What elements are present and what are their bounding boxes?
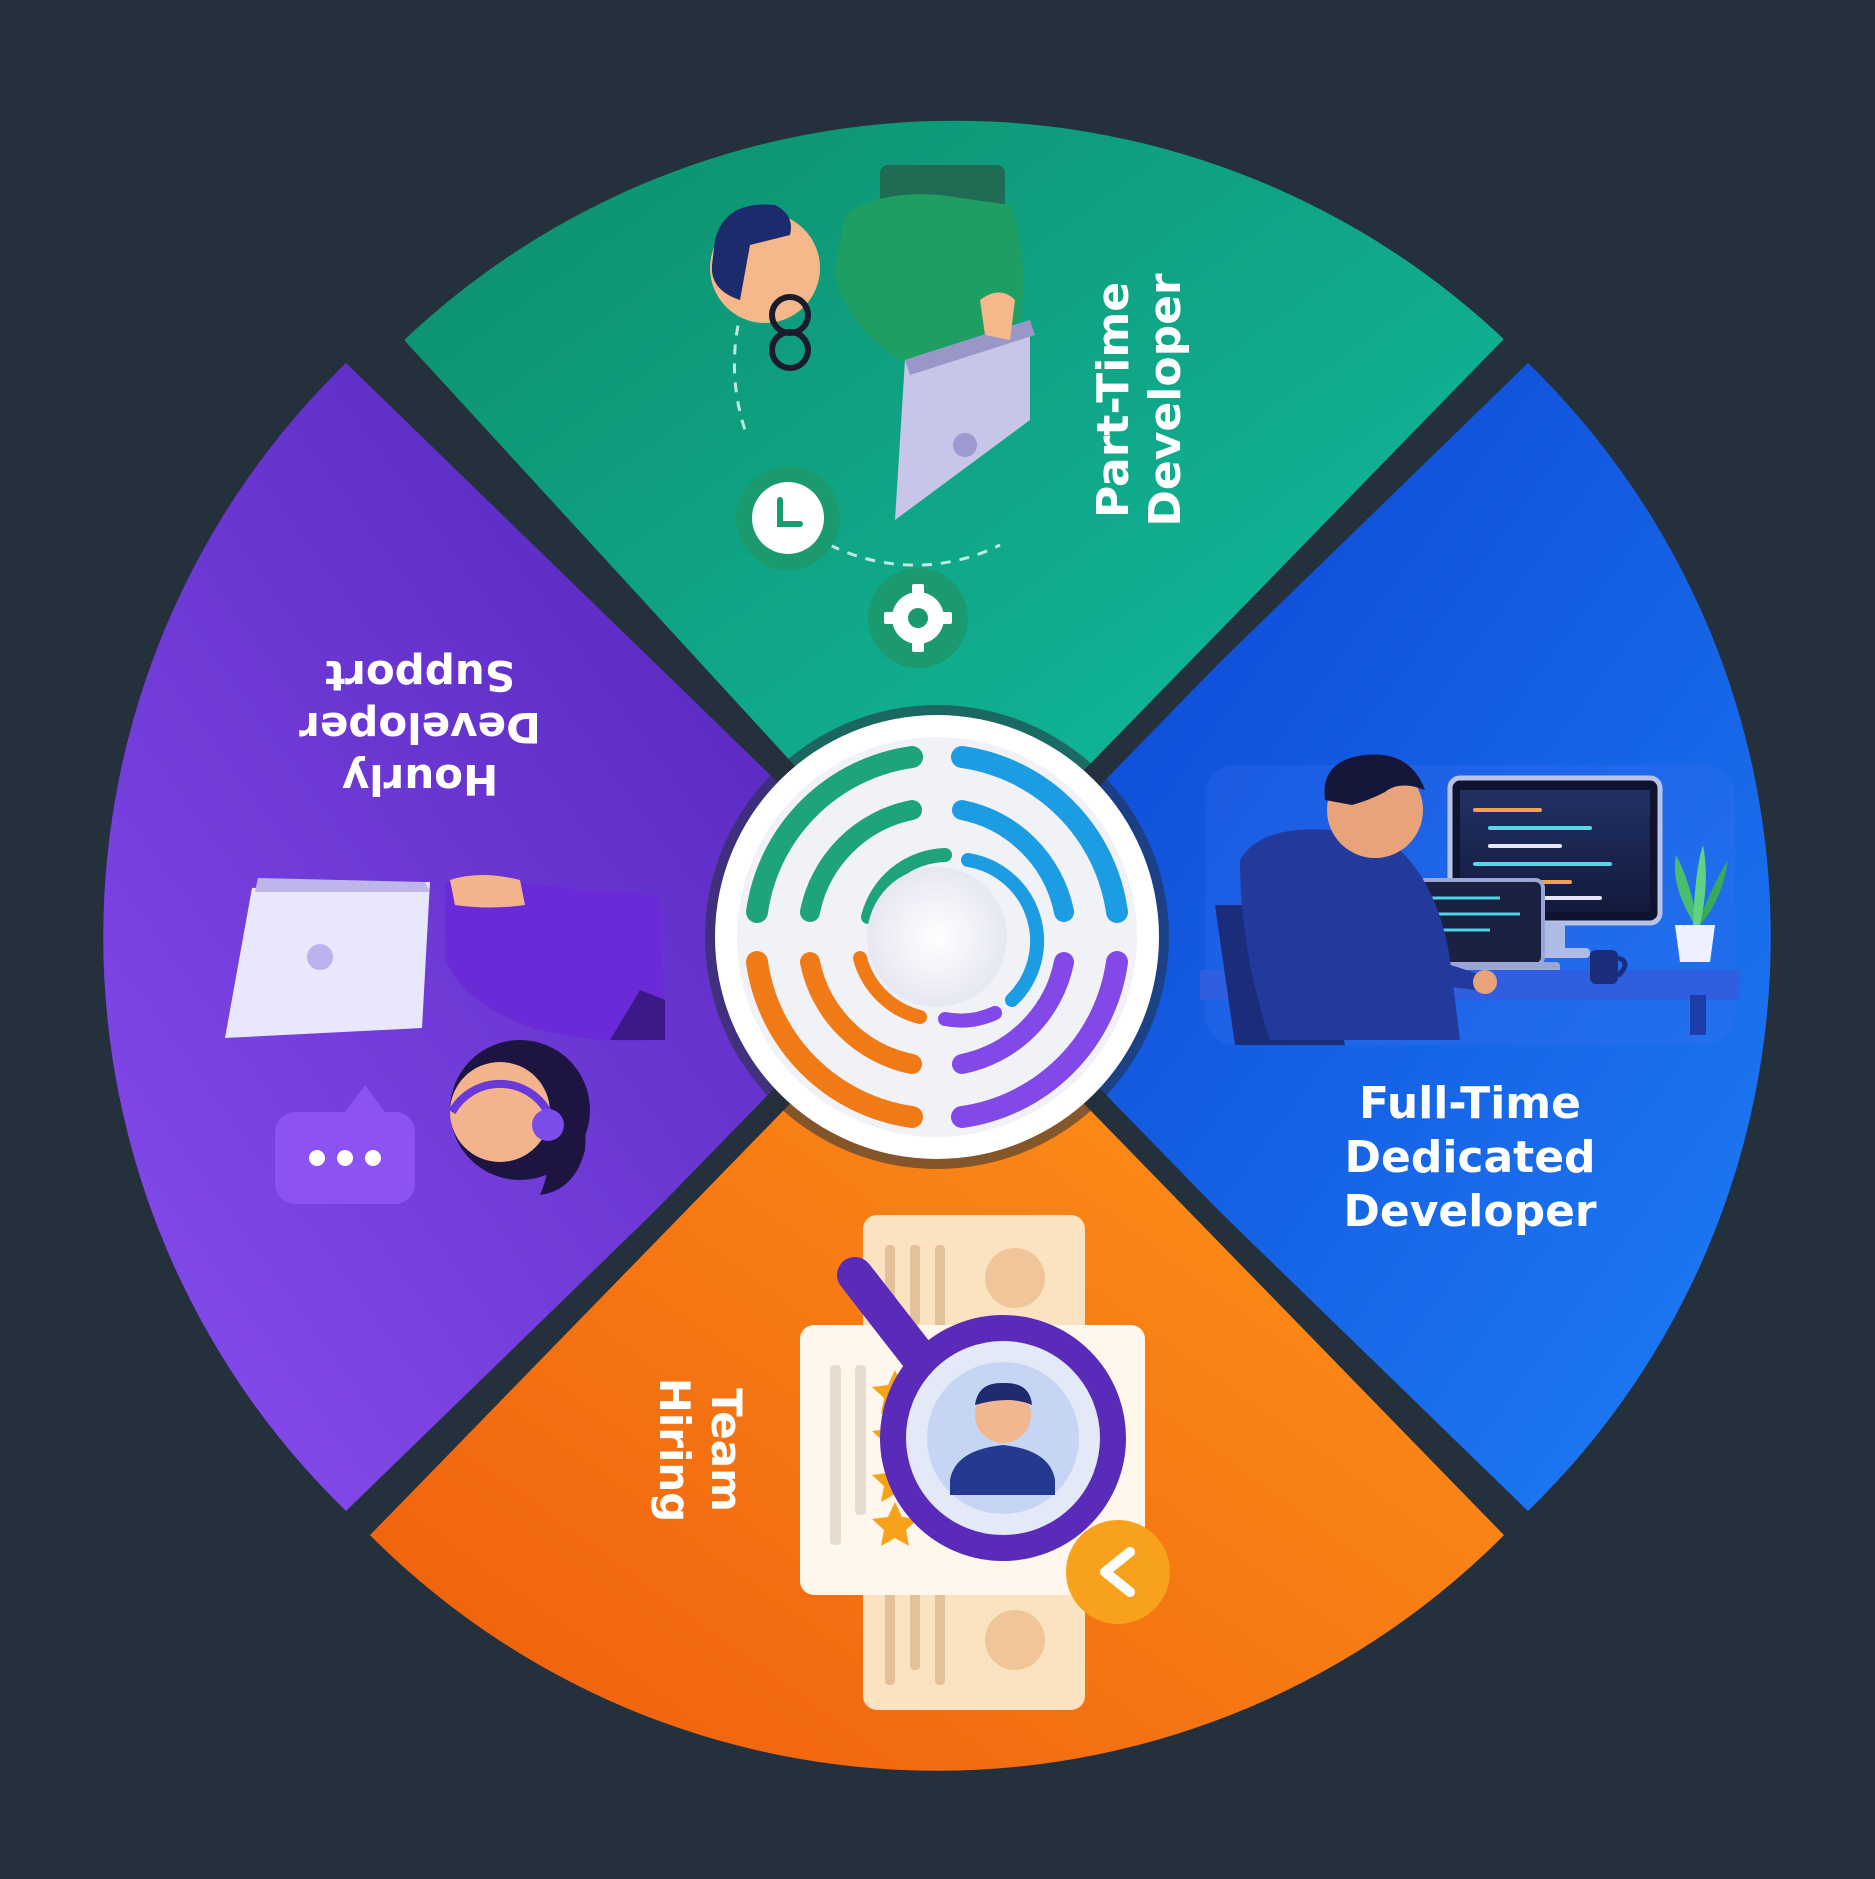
label-full-time-line-1: Full-Time — [1359, 1078, 1581, 1129]
label-full-time-line-2: Dedicated — [1344, 1132, 1595, 1183]
label-hourly-support: Hourly Developer Support — [299, 651, 541, 804]
label-hourly-support-line-2: Developer — [299, 703, 541, 752]
developer-laptop-clock-gear-icon — [710, 165, 1035, 668]
support-agent-headset-chat-icon — [225, 875, 665, 1204]
label-team-hiring: Team Hiring — [650, 1378, 751, 1523]
label-part-time-line-1: Part-Time — [1088, 282, 1139, 518]
label-team-hiring-line-1: Team — [702, 1388, 751, 1512]
segment-part-time — [397, 120, 1512, 938]
developer-desk-monitor-icon — [1200, 754, 1740, 1045]
label-full-time: Full-Time Dedicated Developer — [1343, 1078, 1597, 1237]
label-part-time-line-2: Developer — [1140, 273, 1191, 527]
label-full-time-line-3: Developer — [1343, 1186, 1597, 1237]
label-hourly-support-line-1: Hourly — [342, 755, 498, 804]
label-hourly-support-line-3: Support — [325, 651, 515, 700]
concentric-rings-logo-icon — [705, 705, 1169, 1169]
label-part-time: Part-Time Developer — [1088, 273, 1191, 527]
candidate-search-magnifier-icon — [800, 1215, 1170, 1710]
label-team-hiring-line-2: Hiring — [650, 1378, 699, 1523]
